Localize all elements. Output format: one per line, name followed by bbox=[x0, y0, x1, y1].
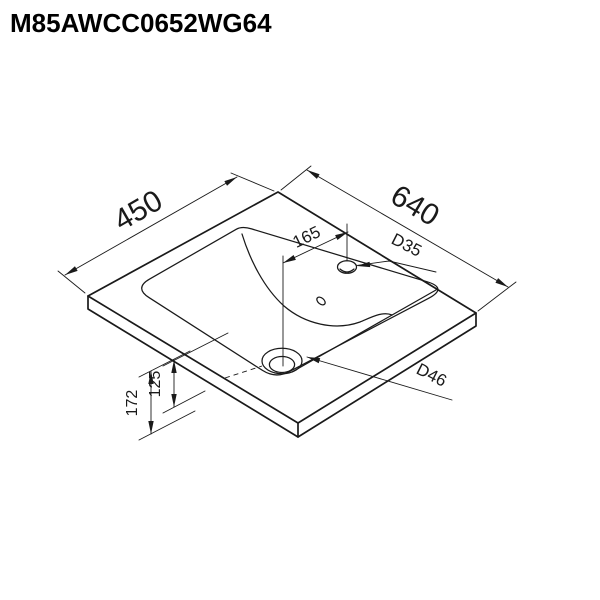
dimension-165: 165 bbox=[282, 222, 349, 367]
drain-diameter-label: D46 bbox=[413, 360, 449, 391]
dimension-172-label: 172 bbox=[124, 390, 141, 417]
arrowhead bbox=[283, 254, 296, 263]
bowl-curve bbox=[241, 233, 393, 327]
arrowhead bbox=[148, 421, 154, 434]
dimension-450: 450 bbox=[57, 172, 275, 294]
hidden-reference-line bbox=[224, 365, 263, 379]
arrowhead bbox=[171, 394, 177, 407]
dimension-arrowheads bbox=[65, 170, 508, 434]
arrowhead bbox=[307, 170, 320, 179]
arrowhead bbox=[307, 357, 321, 364]
dimension-125: 125 bbox=[147, 332, 263, 414]
overflow-hole bbox=[316, 296, 326, 306]
faucet-hole bbox=[336, 260, 358, 274]
arrowhead bbox=[65, 266, 78, 275]
dimension-165-label: 165 bbox=[290, 222, 324, 252]
countertop-outline bbox=[87, 191, 477, 438]
label-d46: D46 bbox=[306, 356, 453, 401]
arrowhead bbox=[495, 278, 508, 287]
arrowhead bbox=[224, 177, 237, 186]
arrowhead bbox=[171, 360, 177, 373]
arrowhead bbox=[335, 232, 348, 241]
faucet-hole-diameter-label: D35 bbox=[388, 230, 424, 261]
arrowhead bbox=[148, 371, 154, 384]
drain-hole bbox=[261, 347, 303, 375]
arrowhead bbox=[357, 261, 371, 268]
product-code-title: M85AWCC0652WG64 bbox=[10, 8, 272, 38]
dimension-640-label: 640 bbox=[385, 179, 445, 233]
dimension-450-label: 450 bbox=[108, 184, 168, 238]
